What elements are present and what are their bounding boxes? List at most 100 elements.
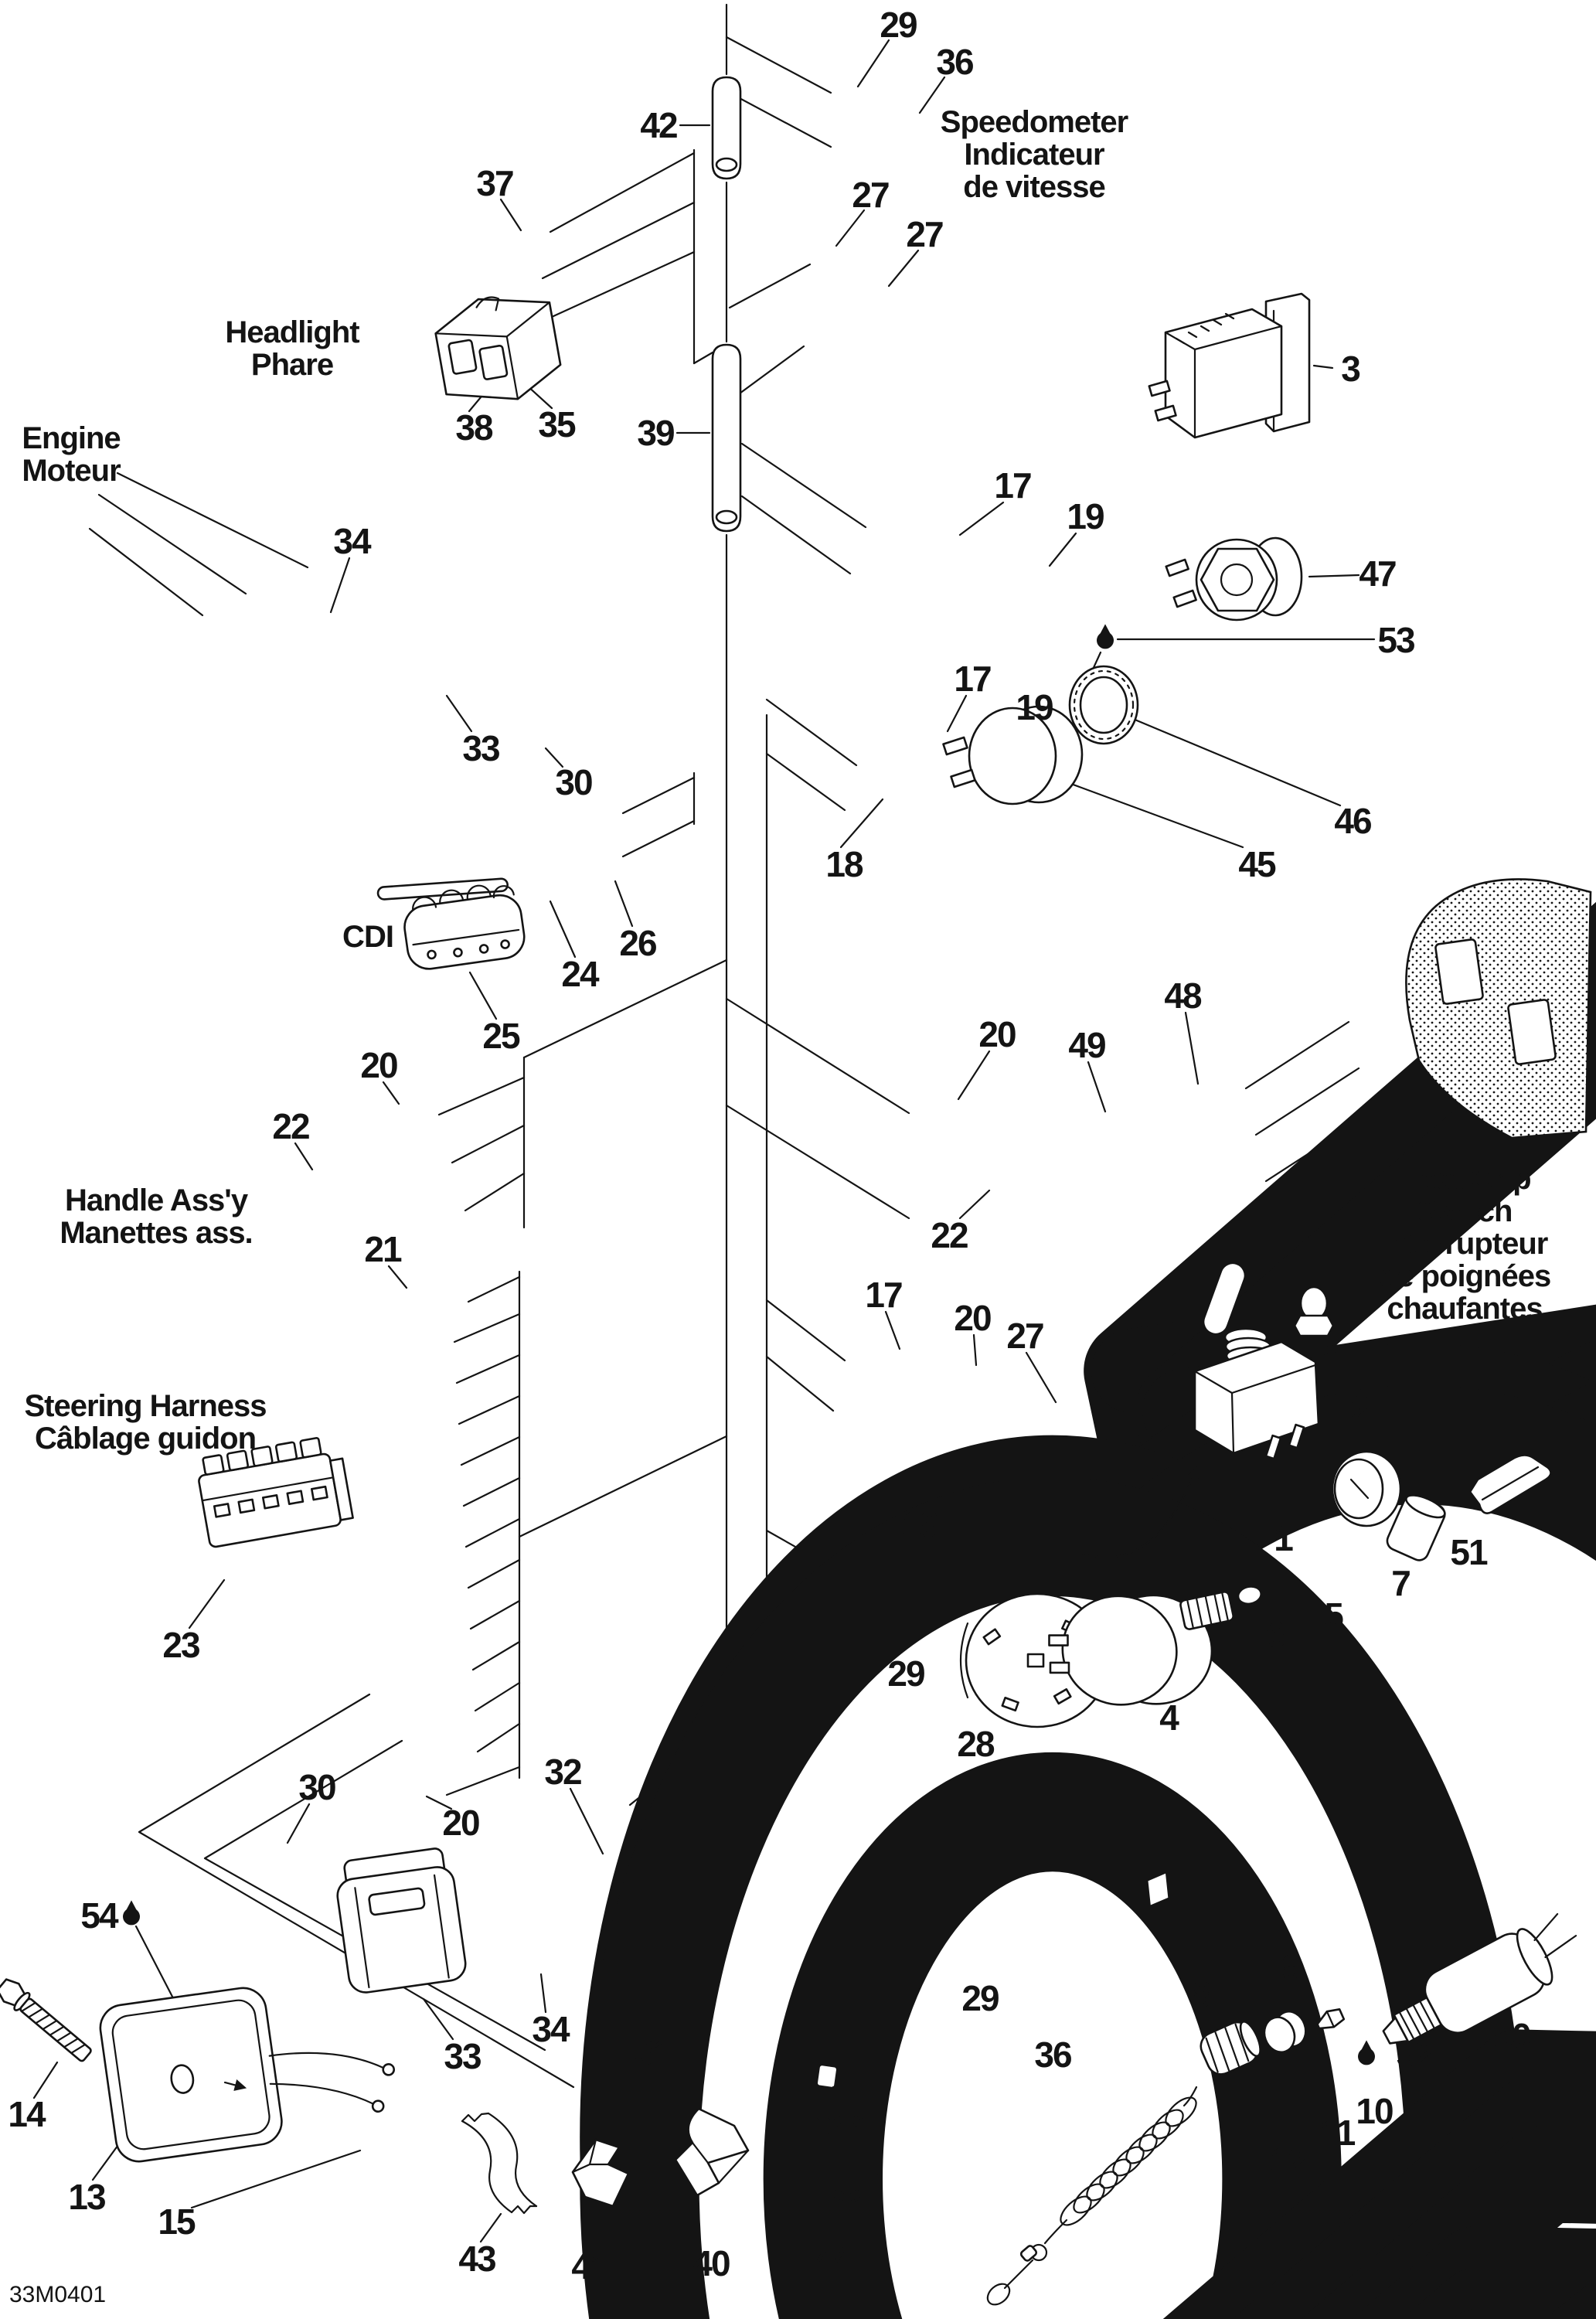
part-number-callout: 46 [1334,801,1372,841]
part-number-callout: 25 [482,1016,520,1056]
part-number-callout: 17 [865,1275,903,1315]
part-number-callout: 44 [814,2239,852,2280]
part-number-callout: 36 [936,42,974,82]
bezel-ring-46 [1068,665,1139,745]
drawing-code: 33M0401 [9,2282,107,2307]
section-label-line: Moteur [22,454,121,488]
part-number-callout: 34 [532,2009,570,2049]
part-number-callout: 19 [901,1504,939,1544]
tether-cord-coil [986,2086,1198,2306]
wire-conduit-39 [711,343,742,533]
part-number-callout: 17 [954,659,992,699]
part-number-callout: 29 [887,1653,925,1694]
part-number-callout: 2 [1351,1388,1371,1429]
part-number-callout: 52 [1396,2034,1434,2074]
grease-droplet-icon [122,1901,141,1926]
section-label-line: chaufantes [1387,1292,1543,1326]
tether-ring-11 [1263,2011,1307,2054]
toggle-switch-1 [1193,1262,1320,1460]
part-number-callout: 37 [476,163,514,203]
part-number-callout: 4 [1159,1698,1179,1738]
part-number-callout: 12 [1269,2140,1307,2181]
dimmer-relay-3 [1148,292,1311,439]
part-number-callout: 15 [158,2202,196,2242]
section-label-line: Handle Ass'y [64,1183,248,1217]
section-label-line: Switch [1417,1194,1513,1228]
part-number-callout: 51 [1450,1532,1488,1572]
part-number-callout: 18 [825,844,863,884]
part-number-callout: 53 [1377,620,1415,660]
tether-switch-50 [1382,1912,1577,2045]
section-label-line: de vitesse [963,170,1105,204]
bottom-left-group [336,1847,467,1994]
part-number-callout: 34 [333,521,371,561]
part-number-callout: 20 [442,1803,480,1843]
part-number-callout: 5 [1324,1595,1344,1636]
push-button-2 [1293,1285,1335,1337]
retainer-clip-51 [1468,1454,1552,1514]
part-number-callout: 22 [931,1215,968,1255]
part-number-callout: 42 [640,105,678,145]
connector-cap-7 [1386,1493,1446,1561]
module-box-13 [99,1987,396,2163]
bezel-5 [1331,1450,1402,1527]
heat-grip-housing [1405,878,1592,1139]
part-number-callout: 20 [954,1298,992,1338]
adhesive-tape-43 [461,2112,538,2215]
part-number-callout: 19 [1016,687,1053,727]
flasher-relay-45 [942,705,1084,805]
part-number-callout: 32 [544,1752,582,1792]
part-number-callout: 24 [561,954,599,994]
cdi-connector-25 [376,877,526,970]
part-number-callout: 38 [455,407,493,448]
wire-conduit-42 [711,76,742,180]
part-number-callout: 50 [1493,2016,1531,2056]
section-label-line: Indicateur [964,138,1104,172]
part-number-callout: 49 [1068,1025,1106,1065]
part-number-callout: 7 [1391,1563,1411,1603]
part-number-callout: 54 [80,1895,118,1936]
section-label-line: CDI [342,920,394,954]
part-number-callout: 39 [637,413,675,453]
part-number-callout: 35 [538,404,576,444]
part-number-callout: 31 [635,2032,672,2072]
pointer-arrow [1077,1466,1199,1558]
section-label-line: Headlight [225,315,359,349]
part-number-callout: 29 [880,5,917,45]
wire-clip-41 [571,2138,630,2208]
section-label-line: Engine [22,421,121,455]
part-number-callout: 30 [555,762,593,802]
part-number-callout: 27 [852,175,890,215]
headlight-connector-38 [434,296,562,400]
part-number-callout: 21 [364,1229,402,1269]
tether-pin-10 [1316,2008,1346,2030]
part-number-callout: 23 [162,1625,200,1665]
part-number-callout: 48 [1164,976,1202,1016]
section-label-line: Manettes ass. [60,1216,253,1250]
section-label-line: Heat Grip [1398,1162,1531,1196]
part-number-callout: 47 [1359,553,1397,594]
part-number-callout: 29 [961,1978,999,2018]
bottom-right-group [1145,1871,1170,1908]
part-number-callout: 33 [444,2036,482,2076]
part-number-callout: 27 [1006,1316,1044,1356]
part-number-callout: 20 [978,1014,1016,1054]
part-number-callout: 8 [1192,1974,1212,2014]
part-number-callout: 33 [462,728,500,768]
part-number-callout: 41 [571,2246,609,2287]
part-number-callout: 11 [1319,2113,1356,2153]
part-number-callout: 43 [458,2239,496,2279]
part-number-callout: 26 [619,923,657,963]
section-label-line: Câblage guidon [35,1422,257,1456]
part-number-callout: 22 [272,1106,310,1146]
part-number-callout: 20 [360,1045,398,1085]
section-label-line: Steering Harness [24,1389,267,1423]
